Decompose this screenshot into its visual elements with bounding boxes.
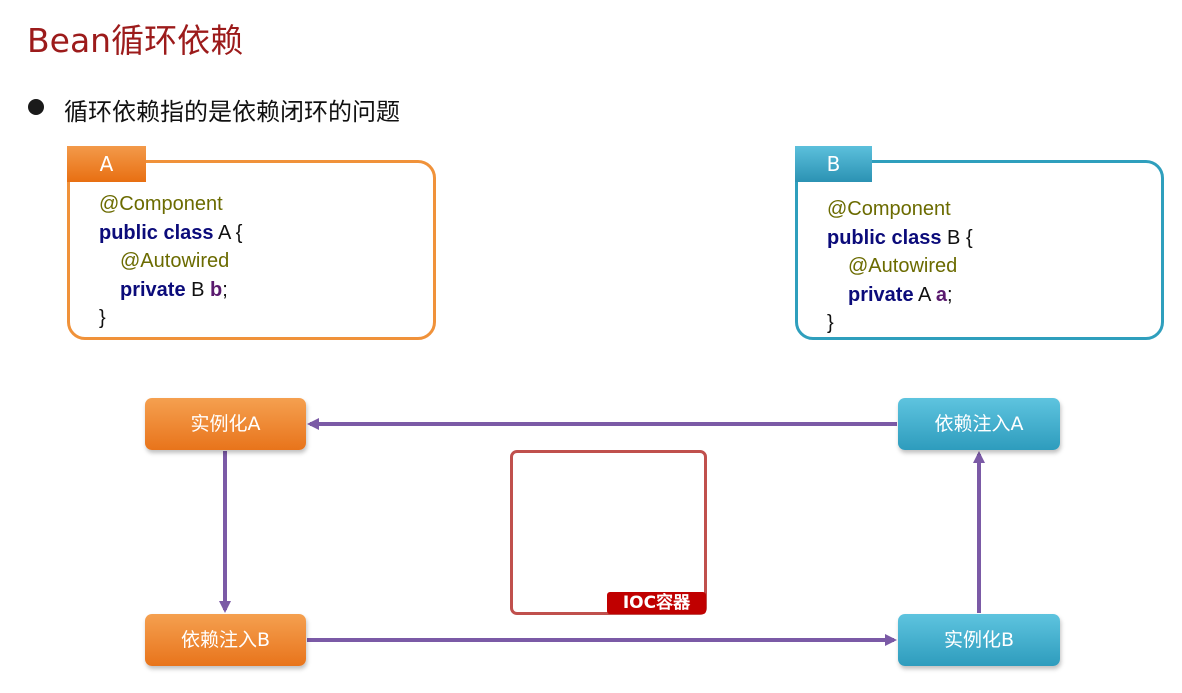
class-b-class-decl: B { — [941, 226, 973, 249]
class-a-component-annotation: @Component — [99, 193, 223, 215]
page-title: Bean循环依赖 — [27, 21, 244, 60]
ioc-container-box — [510, 450, 707, 615]
class-b-public-class-keyword: public class — [827, 226, 942, 249]
instantiate-a-node: 实例化A — [145, 398, 306, 450]
class-a-box — [67, 160, 436, 340]
inject-b-node: 依赖注入B — [145, 614, 306, 666]
class-b-tab: B — [795, 146, 872, 182]
bullet-text: 循环依赖指的是依赖闭环的问题 — [64, 98, 400, 126]
class-a-private-keyword: private — [120, 278, 186, 301]
class-b-field-name: a — [935, 283, 947, 306]
bullet-icon — [28, 99, 44, 115]
class-a-close-brace: } — [99, 307, 106, 329]
class-a-semicolon: ; — [222, 278, 228, 301]
inject-a-node: 依赖注入A — [898, 398, 1060, 450]
class-a-public-class-keyword: public class — [99, 221, 214, 244]
class-b-close-brace: } — [827, 312, 834, 334]
class-a-field-type: B — [185, 278, 211, 301]
class-b-code: @Component public class B { @Autowired p… — [827, 195, 973, 338]
class-a-tab: A — [67, 146, 146, 182]
class-b-autowired-annotation: @Autowired — [848, 255, 958, 277]
class-a-field-name: b — [210, 278, 223, 301]
class-a-code: @Component public class A { @Autowired p… — [99, 190, 242, 333]
class-b-private-keyword: private — [848, 283, 914, 306]
class-a-class-decl: A { — [213, 221, 243, 244]
class-b-component-annotation: @Component — [827, 198, 951, 220]
class-b-field-type: A — [913, 283, 936, 306]
class-a-autowired-annotation: @Autowired — [120, 250, 230, 272]
class-b-box — [795, 160, 1164, 340]
ioc-container-label: IOC容器 — [607, 592, 706, 614]
instantiate-b-node: 实例化B — [898, 614, 1060, 666]
class-b-semicolon: ; — [946, 283, 953, 306]
